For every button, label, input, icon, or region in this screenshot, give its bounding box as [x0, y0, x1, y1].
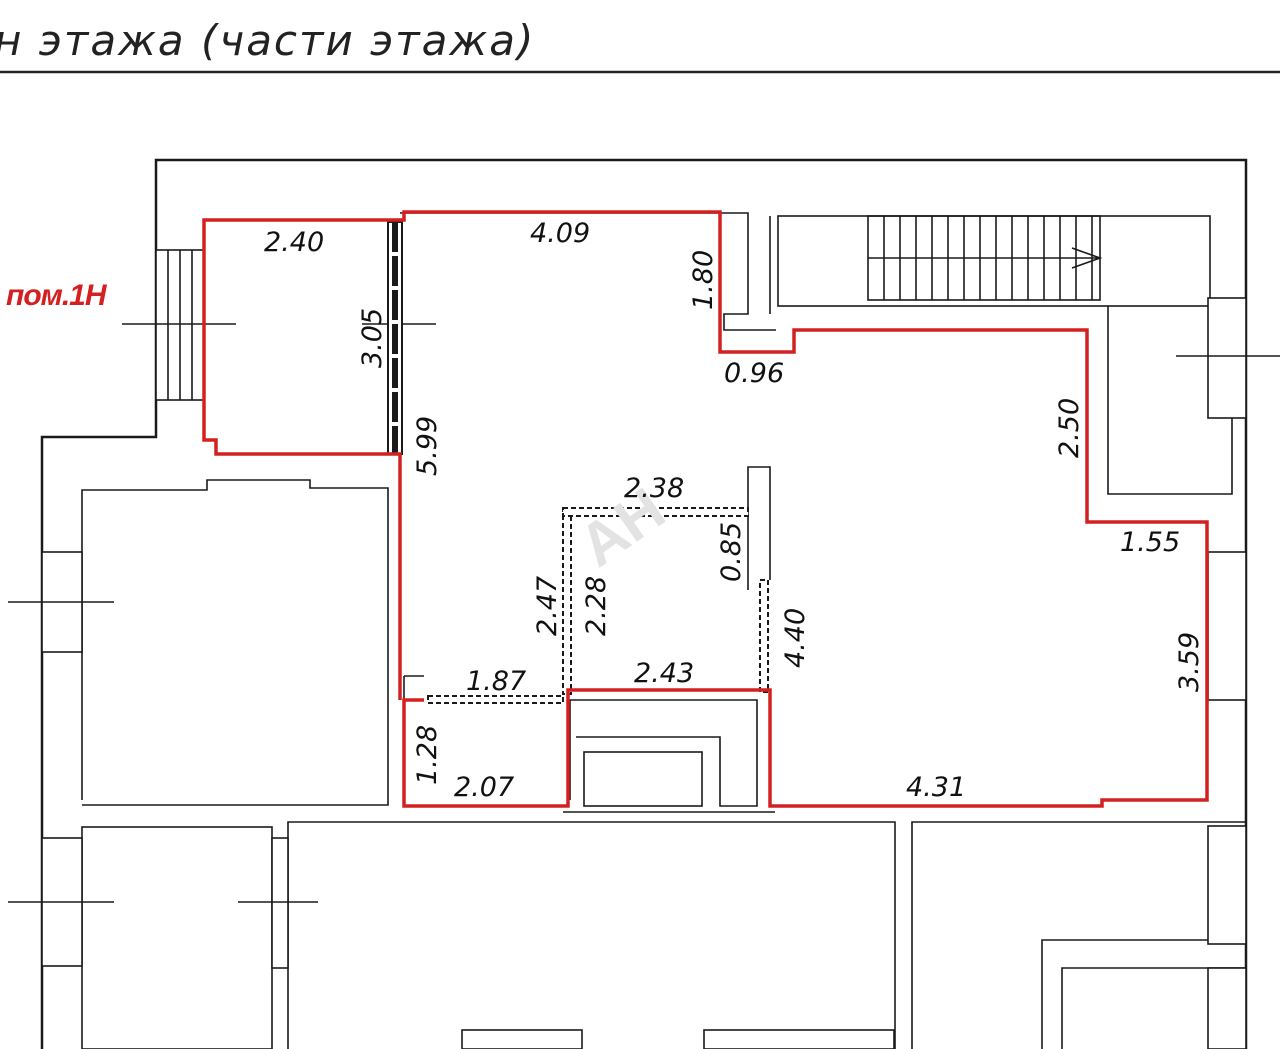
- dim-2-28: 2.28: [581, 576, 612, 636]
- dimension-labels: 2.40 4.09 1.80 3.05 0.96 2.50 5.99 2.38 …: [264, 218, 1205, 803]
- dim-3-05: 3.05: [357, 308, 388, 368]
- dim-2-40: 2.40: [264, 227, 324, 258]
- dim-2-38: 2.38: [624, 473, 684, 504]
- dim-3-59: 3.59: [1174, 632, 1205, 692]
- dim-2-47: 2.47: [532, 576, 563, 636]
- dim-1-80: 1.80: [688, 250, 719, 310]
- dim-4-09: 4.09: [530, 218, 590, 249]
- partitions: [387, 221, 769, 704]
- dim-2-50: 2.50: [1054, 398, 1085, 458]
- dim-1-55: 1.55: [1120, 527, 1180, 558]
- dim-1-87: 1.87: [466, 666, 526, 697]
- plan-title: н этажа (части этажа): [0, 16, 535, 65]
- dim-0-96: 0.96: [724, 358, 784, 389]
- premises-outline: [202, 210, 1209, 808]
- dim-2-07: 2.07: [454, 772, 514, 803]
- dim-1-28: 1.28: [412, 725, 443, 785]
- staircase: [867, 215, 1103, 301]
- dim-5-99: 5.99: [412, 416, 443, 476]
- dim-4-40: 4.40: [780, 608, 811, 668]
- dim-0-85: 0.85: [716, 522, 747, 582]
- dim-2-43: 2.43: [634, 658, 694, 689]
- dim-4-31: 4.31: [906, 772, 966, 803]
- windows: [8, 249, 1280, 1049]
- room-label: пом.1Н: [6, 279, 108, 312]
- building-walls: [40, 158, 1248, 1049]
